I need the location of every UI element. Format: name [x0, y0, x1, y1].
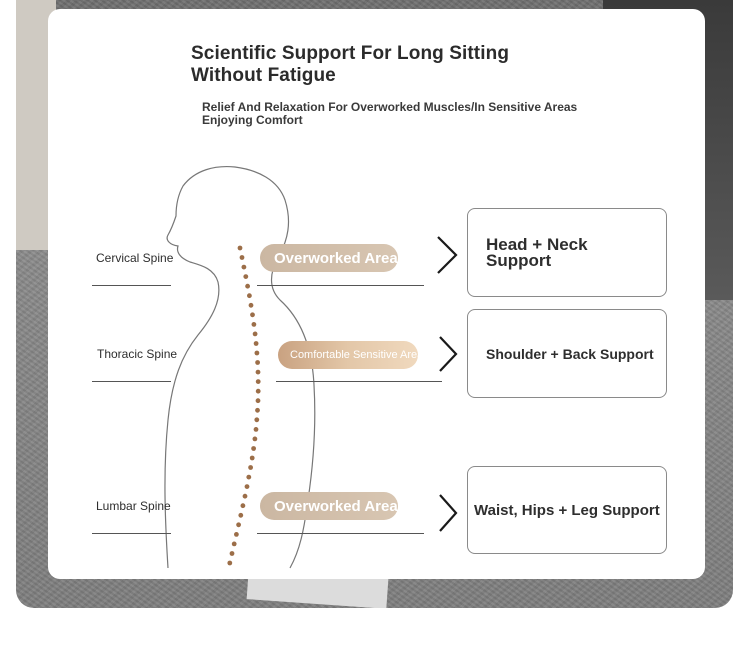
page-title: Scientific Support For Long Sitting With… [191, 43, 551, 87]
spine-dot [254, 417, 260, 423]
chevron-right-icon [437, 236, 458, 274]
pill-underline [276, 381, 442, 382]
support-box-head-neck: Head + Neck Support [467, 208, 667, 297]
spine-dot [253, 427, 259, 432]
spine-label-thoracic: Thoracic Spine [97, 347, 178, 361]
spine-dot [227, 560, 233, 566]
label-underline [92, 285, 171, 286]
label-underline [92, 381, 171, 382]
spine-dot [251, 446, 256, 451]
spine-dot [255, 398, 261, 404]
support-box-waist-hips-leg: Waist, Hips + Leg Support [467, 466, 667, 554]
area-pill-lumbar: Overworked Area [260, 492, 398, 520]
pill-underline [257, 533, 424, 534]
area-pill-cervical: Overworked Area [260, 244, 398, 272]
spine-dot [231, 541, 237, 547]
spine-dot [240, 503, 246, 509]
spine-dot [254, 350, 260, 356]
subtitle-line-2: Enjoying Comfort [202, 113, 303, 127]
spine-dot [255, 360, 260, 365]
spine-dot [234, 532, 239, 537]
spine-dot [237, 245, 243, 251]
subtitle-line-1: Relief And Relaxation For Overworked Mus… [202, 100, 578, 114]
info-card [48, 9, 705, 579]
area-pill-thoracic: Comfortable Sensitive Areas [278, 341, 429, 369]
spine-dot [251, 322, 257, 327]
spine-dot [247, 293, 252, 299]
spine-label-cervical: Cervical Spine [96, 251, 174, 265]
pill-underline [257, 285, 424, 286]
spine-label-lumbar: Lumbar Spine [96, 499, 171, 513]
spine-dot [255, 369, 261, 375]
title-line-1: Scientific Support For Long Sitting [191, 43, 510, 64]
spine-dot [246, 474, 252, 480]
spine-dot [239, 255, 245, 260]
spine-dot [238, 512, 244, 518]
spine-dot [249, 455, 255, 461]
spine-dot [243, 274, 249, 279]
spine-dot [241, 264, 247, 270]
spine-dot [242, 493, 248, 499]
support-box-shoulder-back: Shoulder + Back Support [467, 309, 667, 398]
spine-dot [244, 484, 250, 489]
spine-dots-icon [227, 245, 261, 566]
spine-dot [255, 388, 261, 394]
spine-dot [255, 379, 261, 384]
support-title-line-2: Support [486, 250, 552, 270]
spine-dot [253, 341, 259, 346]
spine-dot [229, 551, 235, 556]
chevron-right-icon [439, 494, 458, 532]
spine-dot [248, 465, 254, 470]
page-subtitle: Relief And Relaxation For Overworked Mus… [202, 101, 582, 127]
spine-dot [250, 312, 255, 318]
spine-dot [252, 331, 258, 337]
spine-dot [236, 522, 242, 528]
support-title-line-1: Head + Neck [486, 234, 588, 254]
chevron-right-icon [439, 336, 458, 372]
title-line-2: Without Fatigue [191, 65, 336, 86]
spine-dot [255, 407, 260, 413]
spine-dot [248, 302, 254, 308]
label-underline [92, 533, 171, 534]
spine-dot [252, 436, 258, 442]
spine-dot [245, 283, 251, 289]
